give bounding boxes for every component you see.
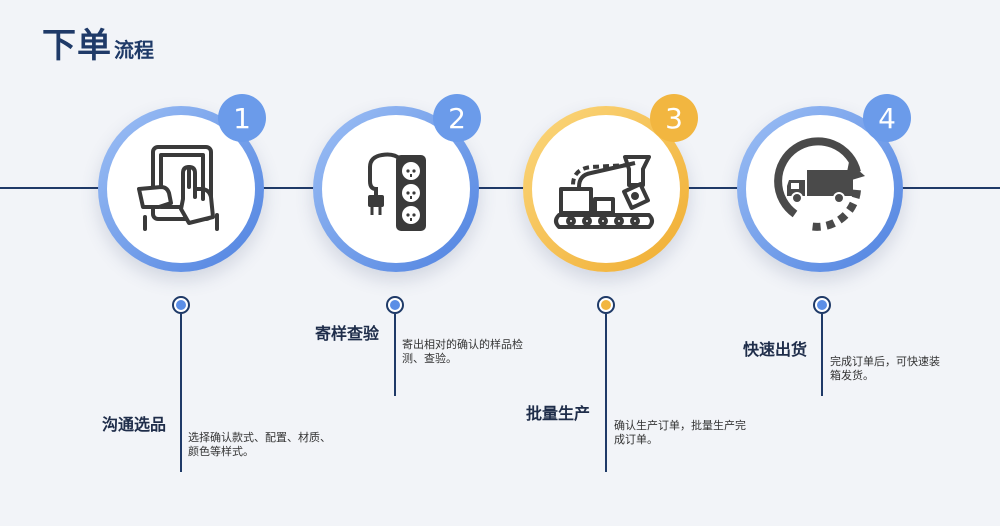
title-sub: 流程 [114,38,154,62]
step-2-heading: 寄样查验 [315,324,380,343]
step-3-circle [523,106,689,272]
step-4-heading: 快速出货 [743,340,808,359]
step-4-icon-area [746,115,894,263]
title-main: 下单 [42,26,112,66]
step-1-badge: 1 [218,94,266,142]
step-2-icon-area [322,115,470,263]
step-3-connector [605,314,607,472]
step-3-icon-area [532,115,680,263]
page-title: 下单流程 [42,18,154,67]
step-2-description: 寄出相对的确认的样品检测、查验。 [402,338,523,365]
step-3-description: 确认生产订单，批量生产完成订单。 [614,419,746,446]
step-3-timeline-dot [597,296,615,314]
step-3-badge: 3 [650,94,698,142]
step-4-timeline-dot [813,296,831,314]
step-1-circle [98,106,264,272]
step-2-badge: 2 [433,94,481,142]
step-4-description: 完成订单后，可快速装箱发货。 [830,355,940,382]
timeline-line [0,187,1000,189]
step-1-icon-area [107,115,255,263]
tablet-touch-icon [131,137,231,241]
step-1-timeline-dot [172,296,190,314]
step-2-connector [394,314,396,396]
step-1-heading: 沟通选品 [102,415,167,434]
step-1-description: 选择确认款式、配置、材质、颜色等样式。 [188,431,331,458]
step-2-timeline-dot [386,296,404,314]
step-1-connector [180,314,182,472]
step-4-connector [821,314,823,396]
step-4-badge: 4 [863,94,911,142]
production-line-icon [551,137,661,241]
power-strip-icon [346,137,446,241]
step-3-heading: 批量生产 [526,404,591,423]
delivery-truck-icon [765,132,875,246]
